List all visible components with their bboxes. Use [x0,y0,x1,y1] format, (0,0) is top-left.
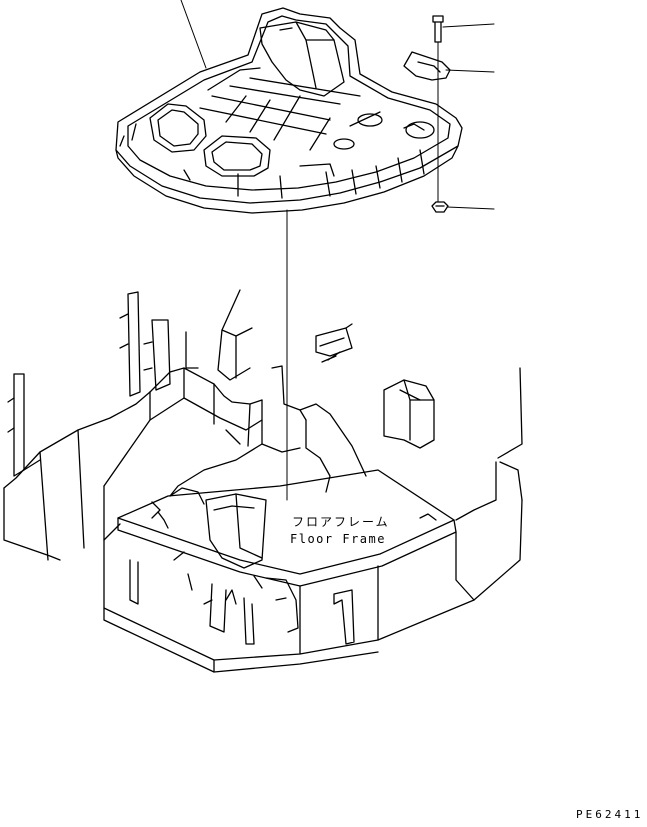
clamp [404,52,450,80]
floor-plate [116,8,462,213]
leader-lines [181,0,494,500]
bolt [433,16,443,42]
floor-frame-label-ja: フロアフレーム [292,515,390,529]
floor-frame-label-en: Floor Frame [290,532,386,546]
figure-code: PE62411 [576,808,644,821]
floor-frame [4,290,522,672]
nut [432,202,448,212]
